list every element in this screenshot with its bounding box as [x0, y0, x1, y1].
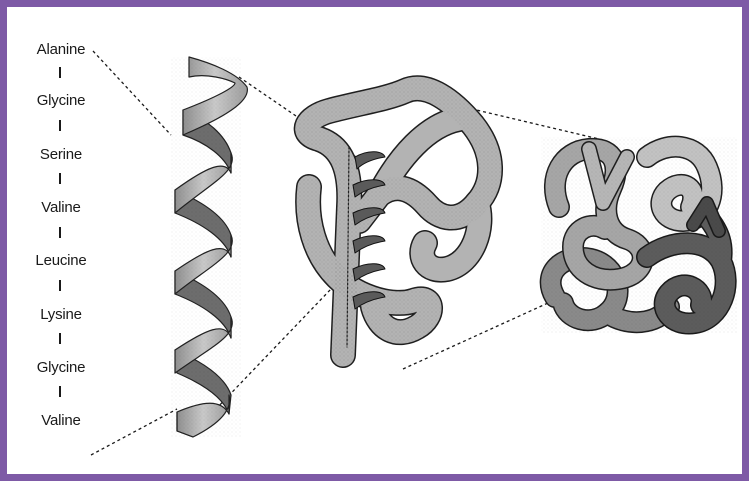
protein-structure-illustration — [90, 50, 737, 456]
amino-acid-label: Glycine — [36, 92, 86, 109]
connector-valine-to-helix — [90, 408, 178, 456]
peptide-bond — [59, 173, 61, 184]
peptide-bond — [59, 280, 61, 291]
peptide-bond — [59, 67, 61, 78]
amino-acid-label: Serine — [39, 146, 83, 163]
peptide-bond — [59, 333, 61, 344]
connector-tertiary-to-quaternary-bottom — [402, 302, 549, 370]
amino-acid-label: Valine — [41, 412, 81, 429]
connector-alanine-to-helix — [92, 50, 172, 136]
alpha-helix — [171, 56, 248, 438]
amino-acid-label: Leucine — [35, 252, 87, 269]
peptide-bond — [59, 120, 61, 131]
amino-acid-label: Lysine — [40, 306, 82, 323]
peptide-bond — [59, 227, 61, 238]
amino-acid-label: Glycine — [36, 359, 86, 376]
amino-acid-label: Alanine — [36, 41, 86, 58]
peptide-bond — [59, 386, 61, 397]
embedded-helix — [352, 151, 386, 310]
amino-acid-label: Valine — [41, 199, 81, 216]
quaternary-structure — [539, 135, 737, 335]
tertiary-structure — [293, 75, 503, 368]
